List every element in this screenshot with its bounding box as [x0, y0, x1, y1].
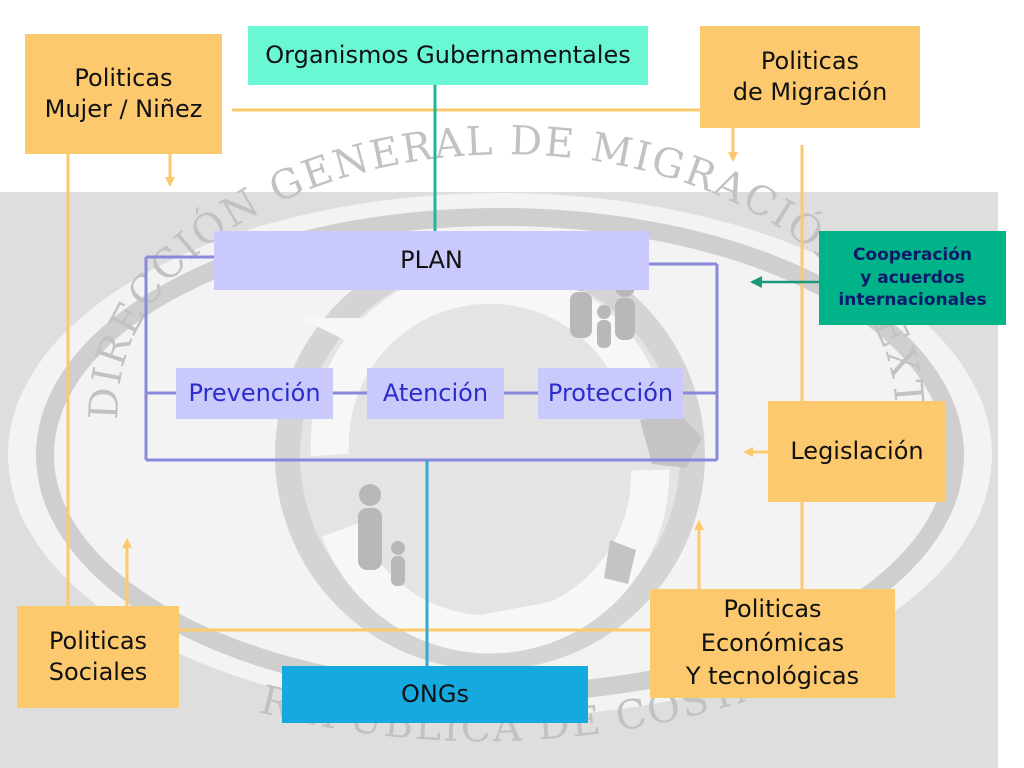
politicas-mujer-line-1: Politicas	[74, 64, 173, 93]
organismos-gubernamentales-box: Organismos Gubernamentales	[248, 26, 648, 85]
atencion-box: Atención	[367, 368, 504, 419]
politicas-sociales-line-2: Sociales	[48, 658, 148, 686]
proteccion-box: Protección	[538, 368, 683, 419]
ongs-box: ONGs	[282, 666, 588, 723]
politicas-mujer-ninez-box: Politicas Mujer / Niñez	[25, 34, 222, 154]
politicas-migracion-line-2: de Migración	[732, 78, 888, 106]
proteccion-label: Protección	[547, 379, 674, 408]
cooperacion-box: Cooperación y acuerdos internacionales	[819, 231, 1006, 325]
plan-box: PLAN	[214, 231, 649, 290]
organismos-gubernamentales-label: Organismos Gubernamentales	[265, 41, 631, 70]
politicas-economicas-box: Politicas Económicas Y tecnológicas	[650, 589, 895, 698]
politicas-sociales-line-1: Politicas	[48, 627, 148, 656]
legislacion-label: Legislación	[790, 437, 924, 466]
plan-frame	[144, 255, 719, 462]
politicas-economicas-line-2: Económicas	[700, 628, 845, 657]
plan-label: PLAN	[400, 246, 463, 275]
ongs-label: ONGs	[401, 680, 469, 709]
politicas-migracion-box: Politicas de Migración	[700, 26, 920, 128]
cooperacion-line-2: y acuerdos	[860, 267, 965, 288]
politicas-economicas-line-1: Politicas	[723, 595, 822, 624]
politicas-sociales-box: Politicas Sociales	[17, 606, 179, 708]
prevencion-label: Prevención	[188, 379, 321, 408]
politicas-economicas-line-3: Y tecnológicas	[685, 662, 860, 691]
prevencion-box: Prevención	[176, 368, 333, 419]
politicas-migracion-line-1: Politicas	[760, 47, 860, 76]
atencion-label: Atención	[382, 379, 489, 408]
legislacion-box: Legislación	[768, 401, 946, 502]
cooperacion-line-1: Cooperación	[852, 245, 973, 266]
cooperacion-line-3: internacionales	[838, 290, 987, 311]
politicas-mujer-line-2: Mujer / Niñez	[44, 95, 203, 123]
